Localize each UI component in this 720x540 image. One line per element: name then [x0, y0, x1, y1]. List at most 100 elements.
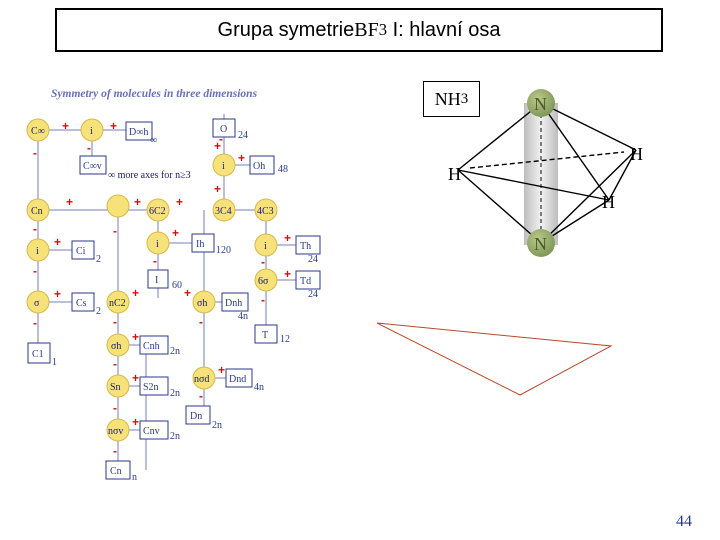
- svg-text:σh: σh: [111, 341, 121, 352]
- order-i: 60: [172, 280, 182, 291]
- svg-text:+: +: [62, 119, 69, 133]
- svg-text:Dnh: Dnh: [225, 298, 242, 309]
- svg-text:-: -: [219, 132, 223, 146]
- flowchart-heading: Symmetry of molecules in three dimension…: [51, 88, 258, 100]
- svg-text:4C3: 4C3: [257, 206, 274, 217]
- order-s2n: 2n: [170, 388, 180, 399]
- box-th: Th: [295, 235, 321, 255]
- svg-text:-: -: [87, 141, 91, 155]
- svg-text:+: +: [284, 231, 291, 245]
- node-i-b: i: [26, 238, 50, 262]
- svg-text:6C2: 6C2: [149, 206, 166, 217]
- svg-text:-: -: [261, 293, 265, 307]
- svg-text:+: +: [132, 286, 139, 300]
- order-cs: 2: [96, 306, 101, 317]
- svg-text:-: -: [33, 222, 37, 236]
- node-i-e: i: [254, 233, 278, 257]
- nh3-label-subscript: 3: [460, 90, 469, 107]
- nh3-molecule: N N H H H: [448, 89, 643, 257]
- svg-text:-: -: [33, 264, 37, 278]
- svg-text:σh: σh: [197, 298, 207, 309]
- box-cs: Cs: [71, 292, 95, 312]
- svg-text:Cnv: Cnv: [143, 426, 160, 437]
- node-c-inf: C∞: [26, 118, 50, 142]
- svg-text:+: +: [134, 195, 141, 209]
- box-td: Td: [295, 270, 321, 290]
- svg-text:+: +: [214, 182, 221, 196]
- box-cn: Cn: [105, 460, 131, 480]
- box-dnh: Dnh: [221, 292, 249, 312]
- node-sigma-h-a: σh: [106, 333, 130, 357]
- nitrogen-label-top: N: [534, 94, 547, 114]
- svg-text:D∞h: D∞h: [129, 127, 148, 138]
- svg-text:Cs: Cs: [76, 298, 87, 309]
- group-orders: ∞ 24 48 120 60 24 24 12 2 2 1 4n 4n 2n 2…: [52, 130, 318, 483]
- yes-no-signs: ++ -- ++ -- ++ - +- ++ ++ +- -- +- +- +-…: [33, 119, 291, 458]
- svg-text:+: +: [110, 119, 117, 133]
- svg-text:-: -: [153, 254, 157, 268]
- svg-text:I: I: [155, 275, 158, 286]
- svg-text:+: +: [184, 286, 191, 300]
- order-td: 24: [308, 289, 318, 300]
- node-c-top: [106, 194, 130, 218]
- svg-text:+: +: [66, 195, 73, 209]
- svg-text:+: +: [172, 226, 179, 240]
- node-i-c: i: [212, 153, 236, 177]
- svg-text:nσv: nσv: [108, 426, 123, 437]
- box-t: T: [254, 324, 278, 344]
- node-6c2: 6C2: [146, 198, 170, 222]
- hydrogen-label-right: H: [630, 144, 643, 164]
- svg-text:C∞v: C∞v: [83, 161, 102, 172]
- node-nc2: nC2: [106, 290, 130, 314]
- box-c1: C1: [27, 342, 51, 364]
- svg-text:Cnh: Cnh: [143, 341, 160, 352]
- order-th: 24: [308, 254, 318, 265]
- svg-text:C∞: C∞: [31, 126, 45, 137]
- svg-text:T: T: [262, 330, 268, 341]
- svg-text:-: -: [261, 255, 265, 269]
- svg-text:Oh: Oh: [253, 161, 265, 172]
- svg-text:+: +: [132, 415, 139, 429]
- order-cn: n: [132, 472, 137, 483]
- box-i: I: [147, 269, 169, 289]
- svg-text:-: -: [113, 224, 117, 238]
- page-number: 44: [676, 513, 692, 530]
- box-ih: Ih: [191, 233, 215, 253]
- svg-text:Ih: Ih: [196, 239, 204, 250]
- box-c-inf-v: C∞v: [79, 155, 107, 175]
- svg-text:Dnd: Dnd: [229, 374, 246, 385]
- svg-text:+: +: [218, 363, 225, 377]
- svg-text:i: i: [36, 246, 39, 257]
- node-sigma: σ: [26, 290, 50, 314]
- svg-text:+: +: [176, 195, 183, 209]
- svg-text:Dn: Dn: [190, 411, 202, 422]
- order-dnh: 4n: [238, 311, 248, 322]
- node-4c3: 4C3: [254, 198, 278, 222]
- more-axes-note: ∞ more axes for n≥3: [108, 170, 191, 181]
- box-s2n: S2n: [139, 376, 169, 396]
- svg-text:C1: C1: [32, 349, 44, 360]
- title-formula-subscript: 3: [378, 20, 388, 39]
- order-ih: 120: [216, 245, 231, 256]
- order-o: 24: [238, 130, 248, 141]
- hydrogen-label-left: H: [448, 164, 461, 184]
- hydrogen-label-bottom: H: [602, 192, 615, 212]
- node-i-a: i: [80, 118, 104, 142]
- svg-text:S2n: S2n: [143, 382, 159, 393]
- svg-text:Td: Td: [300, 276, 311, 287]
- svg-text:-: -: [113, 315, 117, 329]
- node-6sigma: 6σ: [254, 268, 278, 292]
- order-dn: 2n: [212, 420, 222, 431]
- order-d-inf-h: ∞: [150, 135, 157, 146]
- order-oh: 48: [278, 164, 288, 175]
- svg-text:+: +: [132, 330, 139, 344]
- box-oh: Oh: [249, 155, 275, 175]
- svg-text:σ: σ: [34, 298, 40, 309]
- svg-text:O: O: [220, 124, 227, 135]
- order-cnh: 2n: [170, 346, 180, 357]
- svg-text:nC2: nC2: [109, 298, 126, 309]
- svg-text:Ci: Ci: [76, 246, 86, 257]
